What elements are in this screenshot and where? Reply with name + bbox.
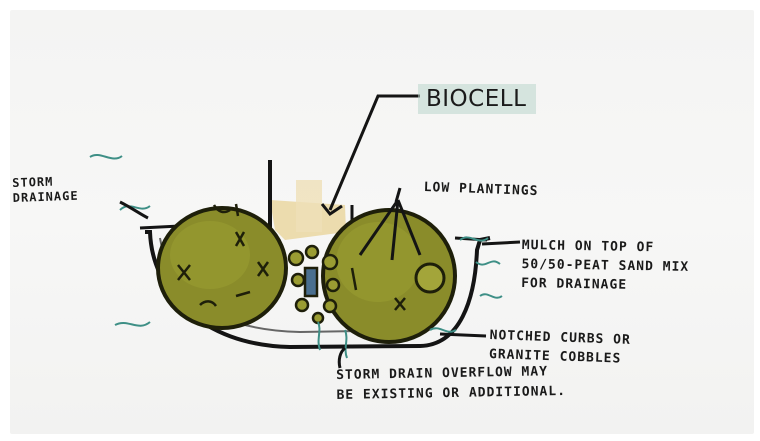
overflow-line-2: BE EXISTING OR ADDITIONAL. [336, 382, 566, 406]
mulch-line-3: FOR DRAINAGE [521, 274, 689, 296]
biocell-title: BIOCELL [418, 84, 536, 114]
overflow-label: STORM DRAIN OVERFLOW MAY BE EXISTING OR … [336, 362, 566, 406]
mulch-label: MULCH ON TOP OF 50/50-PEAT SAND MIX FOR … [521, 236, 690, 296]
right-planting-shade [336, 222, 420, 302]
vertical-soil-strip [296, 180, 322, 232]
drain-pipe [305, 268, 317, 296]
storm-drainage-line-2: DRAINAGE [13, 189, 79, 206]
left-planting-shade [170, 221, 250, 289]
right-small-shrub [416, 264, 444, 292]
storm-drainage-label: STORM DRAINAGE [12, 174, 79, 206]
